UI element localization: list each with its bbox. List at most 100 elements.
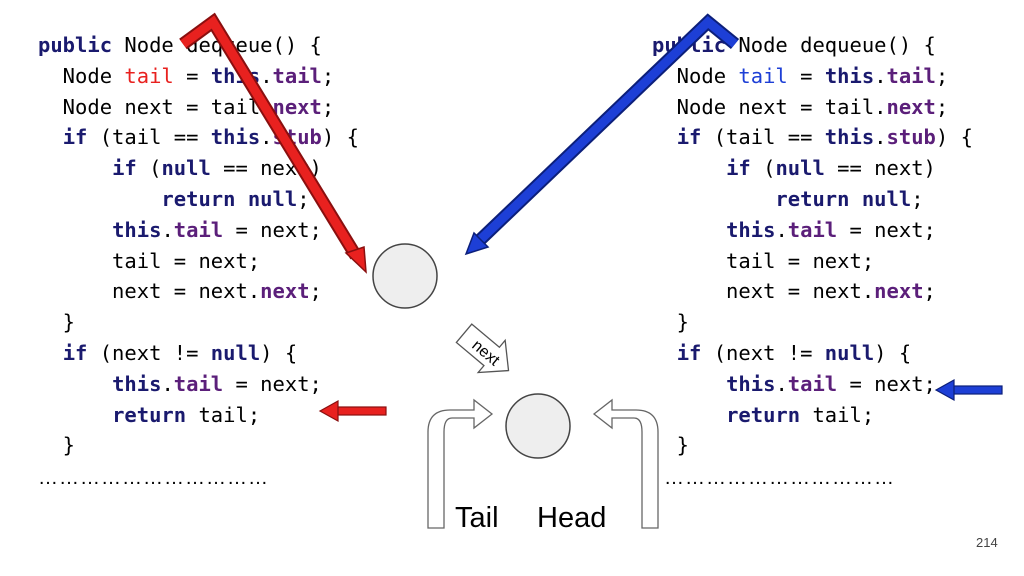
left-code-text: .: [161, 371, 174, 396]
right-code-kw: if: [726, 156, 751, 181]
red-position-arrow: [318, 399, 387, 423]
left-code-line: tail = next;: [38, 246, 359, 277]
right-code-text: =: [787, 63, 825, 88]
head-node: [505, 393, 571, 459]
right-code-text: = next;: [837, 371, 936, 396]
head-label: Head: [537, 502, 607, 534]
right-code-text: (next !=: [701, 340, 825, 365]
right-code-text: tail;: [800, 402, 875, 427]
left-code-kw: return null: [161, 186, 298, 211]
right-code-kw: return: [726, 402, 801, 427]
right-code-text: tail = next;: [652, 248, 875, 273]
left-code-text: tail;: [186, 402, 261, 427]
right-code-text: .: [775, 217, 788, 242]
right-code-text: .: [775, 371, 788, 396]
right-code-kw: this: [824, 63, 875, 88]
left-code-line: if (null == next): [38, 153, 359, 184]
left-code-text: ;: [321, 63, 335, 88]
right-code-text: ;: [935, 94, 949, 119]
right-code-line: public Node dequeue() {: [652, 30, 973, 61]
left-code-text: =: [173, 63, 211, 88]
right-code-line: this.tail = next;: [652, 369, 973, 400]
tail-label: Tail: [455, 502, 499, 534]
left-code-text: ;: [297, 186, 310, 211]
left-code-text: }: [38, 433, 76, 458]
left-code-line: if (next != null) {: [38, 338, 359, 369]
left-code-text: = next;: [223, 217, 322, 242]
right-code-line: Node next = tail.next;: [652, 92, 973, 123]
right-code-text: }: [652, 433, 690, 458]
left-code-line: }: [38, 307, 359, 338]
left-code-kw: this: [210, 125, 261, 150]
right-code-fld: next: [886, 94, 936, 119]
right-code-text: Node dequeue() {: [726, 33, 936, 57]
right-code-text: ) {: [935, 125, 973, 150]
right-code-fld: next: [874, 279, 924, 304]
stub-node: [372, 243, 438, 309]
right-code-text: ;: [911, 186, 924, 211]
left-code-line: this.tail = next;: [38, 215, 359, 246]
right-code-kw: null: [824, 340, 875, 365]
left-code-text: .: [161, 217, 174, 242]
right-code-line: }: [652, 307, 973, 338]
left-code-kw: this: [112, 217, 162, 242]
left-code-line: }: [38, 430, 359, 461]
right-code-block: public Node dequeue() { Node tail = this…: [652, 30, 973, 461]
right-code-text: ;: [923, 279, 936, 304]
blue-position-arrow: [934, 378, 1003, 402]
left-code-line: public Node dequeue() {: [38, 30, 359, 61]
right-code-text: ) {: [874, 340, 912, 365]
right-code-line: return null;: [652, 184, 973, 215]
right-code-line: if (tail == this.stub) {: [652, 122, 973, 153]
head-pointer-arrow: [592, 398, 659, 529]
left-code-fld: tail: [272, 63, 322, 88]
right-code-fld: tail: [787, 371, 838, 396]
left-code-fld: tail: [173, 217, 224, 242]
left-ellipsis: ……………………………: [38, 467, 269, 489]
right-code-text: }: [652, 310, 690, 335]
right-code-text: .: [874, 63, 887, 88]
left-code-line: return tail;: [38, 400, 359, 431]
left-code-kw: this: [112, 371, 162, 396]
left-code-fld: next: [260, 279, 310, 304]
left-code-fld: tail: [173, 371, 224, 396]
right-code-text: .: [874, 125, 887, 150]
left-code-line: next = next.next;: [38, 276, 359, 307]
left-code-kw: null: [161, 156, 211, 181]
right-code-text: (tail ==: [701, 125, 825, 150]
right-code-text: Node: [652, 63, 739, 88]
right-code-kw: if: [676, 125, 702, 150]
right-code-hl-blue: tail: [738, 63, 788, 88]
left-code-text: ) {: [321, 125, 359, 150]
right-code-line: if (null == next): [652, 153, 973, 184]
left-code-line: Node tail = this.tail;: [38, 61, 359, 92]
left-code-text: = next;: [223, 371, 322, 396]
left-code-text: }: [38, 310, 76, 335]
page-number: 214: [976, 535, 998, 550]
right-code-text: ;: [935, 63, 949, 88]
right-code-text: (: [750, 156, 776, 181]
left-code-line: return null;: [38, 184, 359, 215]
right-code-fld: stub: [886, 125, 936, 150]
left-code-kw: null: [210, 340, 261, 365]
left-code-kw: if: [112, 156, 137, 181]
right-code-kw: return null: [775, 186, 912, 211]
right-code-line: next = next.next;: [652, 276, 973, 307]
left-code-line: this.tail = next;: [38, 369, 359, 400]
right-code-line: tail = next;: [652, 246, 973, 277]
left-code-kw: public: [38, 33, 113, 57]
left-code-text: .: [260, 63, 273, 88]
next-pointer-arrow: next: [455, 323, 510, 374]
right-code-line: return tail;: [652, 400, 973, 431]
tail-pointer-arrow: [427, 398, 494, 529]
right-code-text: Node next = tail.: [652, 94, 887, 119]
left-code-text: Node: [38, 63, 125, 88]
right-code-fld: tail: [886, 63, 936, 88]
left-code-kw: if: [62, 125, 88, 150]
right-code-text: next = next.: [652, 279, 875, 304]
right-code-kw: this: [726, 217, 776, 242]
right-code-text: == next): [824, 156, 936, 181]
left-code-text: (: [136, 156, 162, 181]
left-code-text: (tail ==: [87, 125, 211, 150]
left-code-text: ;: [309, 279, 322, 304]
